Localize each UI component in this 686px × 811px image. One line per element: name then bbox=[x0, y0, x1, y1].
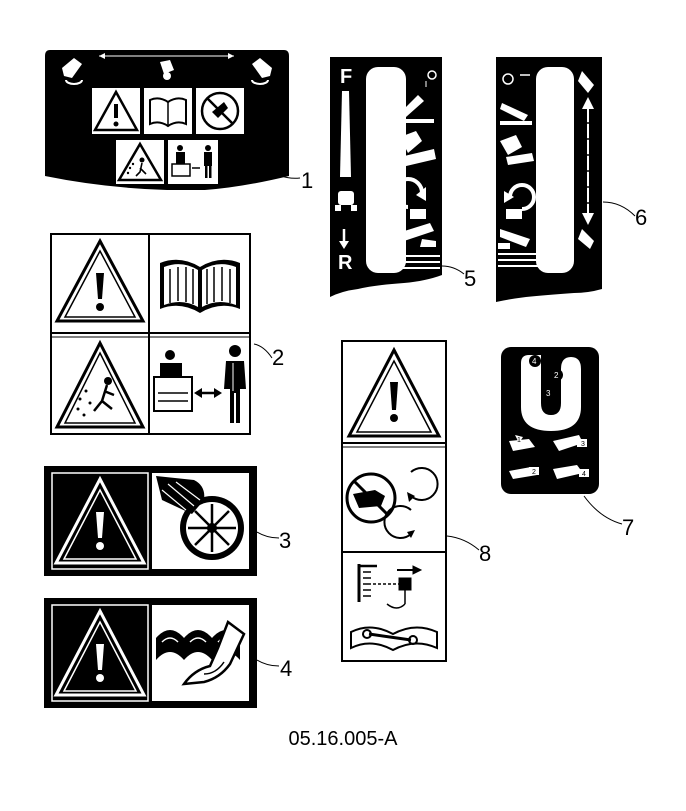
decal-6-chute-control bbox=[496, 57, 602, 302]
figure-id: 05.16.005-A bbox=[288, 728, 398, 750]
decal-5-speed-control: F R bbox=[330, 57, 442, 297]
position-2-label: 2 bbox=[554, 371, 559, 380]
callout-1: 1 bbox=[301, 168, 314, 193]
thrown-objects-icon bbox=[54, 339, 146, 429]
chute-right-icon bbox=[251, 58, 272, 85]
forward-label: F bbox=[340, 66, 352, 88]
chute-left-icon bbox=[62, 58, 83, 85]
warning-triangle-icon bbox=[54, 237, 146, 323]
position-3-label: 3 bbox=[546, 389, 551, 398]
chute-up-icon bbox=[578, 71, 594, 93]
leader-6 bbox=[603, 201, 636, 217]
leader-1 bbox=[268, 167, 301, 179]
small-3-label: 3 bbox=[581, 441, 585, 448]
small-4-label: 4 bbox=[582, 471, 586, 478]
leader-2 bbox=[253, 343, 273, 359]
callout-8: 8 bbox=[479, 541, 492, 566]
speed-wedge-icon bbox=[340, 91, 351, 177]
auger-foot-hazard-icon bbox=[156, 620, 246, 686]
position-4-label: 4 bbox=[532, 357, 537, 366]
chute-left-icon bbox=[502, 73, 530, 85]
leader-7 bbox=[583, 495, 623, 525]
callout-4: 4 bbox=[280, 656, 293, 681]
chute-rotate-icon bbox=[392, 177, 426, 219]
control-slot bbox=[366, 67, 406, 273]
leader-8 bbox=[447, 535, 480, 551]
control-slot bbox=[536, 67, 574, 273]
thrown-objects-icon bbox=[116, 141, 164, 182]
callout-5: 5 bbox=[464, 266, 477, 291]
callout-6: 6 bbox=[635, 205, 648, 230]
warning-triangle-icon bbox=[346, 346, 442, 438]
no-hand-icon bbox=[200, 91, 240, 131]
chute-center-icon bbox=[160, 60, 174, 80]
chute-rotate-icon bbox=[504, 183, 536, 219]
impeller-hand-hazard-icon bbox=[156, 476, 244, 560]
auger-lift-icon bbox=[498, 229, 530, 249]
decal-4-auger bbox=[44, 598, 257, 708]
bystander-distance-icon bbox=[171, 145, 212, 178]
rotation-arrows-icon bbox=[383, 467, 439, 539]
open-book-icon bbox=[149, 97, 187, 128]
height-arrow-icon bbox=[582, 97, 594, 225]
bystander-distance-icon bbox=[153, 345, 246, 423]
small-1-label: 1 bbox=[517, 437, 521, 444]
callout-7: 7 bbox=[622, 515, 635, 540]
auger-lift-icon bbox=[398, 223, 436, 247]
leader-3 bbox=[257, 531, 280, 539]
warning-triangle-icon bbox=[53, 607, 147, 697]
chute-down-icon bbox=[578, 229, 594, 249]
chute-pitch-icon bbox=[500, 103, 532, 125]
warning-triangle-icon bbox=[92, 89, 140, 132]
leader-5 bbox=[442, 265, 465, 275]
chute-deflector-icon bbox=[500, 135, 534, 165]
callout-3: 3 bbox=[279, 528, 292, 553]
decal-2-safety bbox=[50, 233, 251, 435]
auger-position-icons bbox=[509, 435, 589, 479]
tractor-icon bbox=[335, 191, 357, 211]
lift-gate-icon bbox=[521, 355, 581, 431]
disconnect-spark-plug-icon bbox=[357, 564, 423, 609]
small-2-label: 2 bbox=[532, 469, 536, 476]
manual-wrench-icon bbox=[350, 626, 438, 652]
chute-pitch-icon bbox=[396, 95, 434, 123]
decal-3-impeller bbox=[44, 466, 257, 576]
open-book-icon bbox=[160, 259, 240, 313]
leader-4 bbox=[257, 659, 280, 667]
decal-1-dashboard bbox=[45, 50, 289, 190]
decal-8-safety-vertical bbox=[341, 340, 447, 662]
decal-7-lift-positions: 4 2 3 3 2 4 1 bbox=[501, 347, 599, 494]
chute-deflector-icon bbox=[400, 131, 436, 167]
warning-triangle-icon bbox=[53, 475, 147, 565]
callout-2: 2 bbox=[272, 345, 285, 370]
no-hand-icon bbox=[345, 472, 397, 524]
reverse-label: R bbox=[338, 252, 353, 274]
